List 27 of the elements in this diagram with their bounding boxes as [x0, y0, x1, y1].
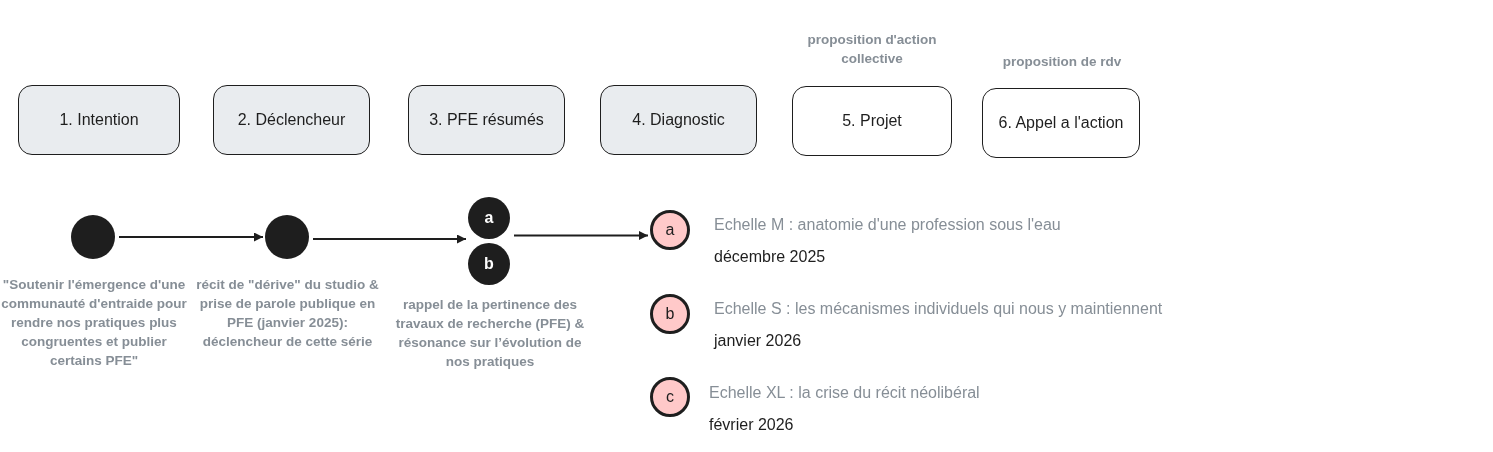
step-box: 6. Appel a l'action — [982, 88, 1140, 158]
arrow — [312, 234, 467, 244]
letter-circle: b — [650, 294, 690, 334]
step-box: 4. Diagnostic — [600, 85, 757, 155]
episode-title: Echelle S : les mécanismes individuels qui nous y maintiennent — [714, 300, 1163, 318]
step-box: 5. Projet — [792, 86, 952, 156]
episode-title: Echelle XL : la crise du récit néolibéral — [709, 384, 980, 402]
caption-text: récit de "dérive" du studio & prise de parole publique en PFE (janvier 2025): déclencheur de cette série — [195, 276, 380, 351]
letter-circle: a — [468, 197, 510, 239]
letter-circle: a — [650, 210, 690, 250]
caption-text: proposition de rdv — [1001, 53, 1123, 71]
step-box: 3. PFE résumés — [408, 85, 565, 155]
step-box: 2. Déclencheur — [213, 85, 370, 155]
episode-title: Echelle M : anatomie d'une profession sous l'eau — [714, 216, 1061, 234]
dot-marker — [265, 215, 309, 259]
caption-text: "Soutenir l'émergence d'une communauté d'entraide pour rendre nos pratiques plus congruentes et publier certains PFE" — [0, 276, 188, 370]
date-text: janvier 2026 — [714, 332, 802, 350]
caption-text: proposition d'action collective — [806, 31, 938, 68]
date-text: décembre 2025 — [714, 248, 826, 266]
date-text: février 2026 — [709, 416, 794, 434]
letter-circle: c — [650, 377, 690, 417]
dot-marker — [71, 215, 115, 259]
caption-text: rappel de la pertinence des travaux de recherche (PFE) & résonance sur l’évolution de nos pratiques — [394, 296, 586, 371]
step-box: 1. Intention — [18, 85, 180, 155]
arrow — [513, 231, 649, 240]
letter-circle: b — [468, 243, 510, 285]
arrow — [118, 232, 264, 242]
